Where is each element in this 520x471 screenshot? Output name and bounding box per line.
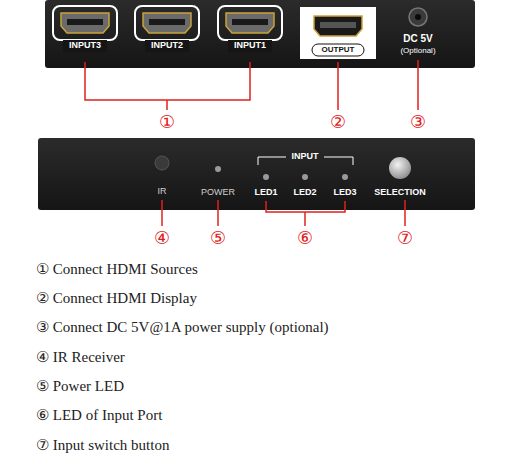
dc-jack [409,8,427,26]
legend-note: ① Connect HDMI Sources [36,261,198,278]
legend-note: ④ IR Receiver [36,349,125,366]
legend-note: ⑥ LED of Input Port [36,407,162,424]
legend-note: ③ Connect DC 5V@1A power supply (optiona… [36,319,329,336]
button-label: SELECTION [374,188,426,198]
rear-panel [45,0,475,68]
legend-note: ⑤ Power LED [36,378,124,395]
part-label: IR [158,187,167,197]
front-panel-box: IR POWER INPUT LED1 LED2 LED3 SELECTION [38,138,475,210]
callout-number: ③ [410,112,426,132]
port-label: OUTPUT [322,46,355,55]
callout-number: ① [159,112,175,132]
port-label: INPUT3 [69,41,101,51]
front-panel [38,138,475,210]
note-label: (Optional) [400,47,435,56]
hdmi-input-ports [53,6,282,52]
legend-note: ② Connect HDMI Display [36,290,197,307]
led-label: LED3 [333,188,356,198]
leader-lines [85,60,418,226]
front-parts [155,156,411,180]
legend-note: ⑦ Input switch button [36,437,169,454]
led-label: LED2 [293,188,316,198]
part-label: POWER [201,188,235,198]
callout-number: ⑥ [297,228,313,248]
power-label: DC 5V [403,33,432,44]
port-label: INPUT1 [234,41,266,51]
led-label: LED1 [254,188,277,198]
callout-number: ⑤ [210,228,226,248]
callout-number: ④ [154,228,170,248]
callout-number: ② [330,112,346,132]
callout-number: ⑦ [397,228,413,248]
port-label: INPUT2 [151,41,183,51]
group-label: INPUT [292,152,319,162]
hdmi-output-port [300,7,376,59]
rear-panel-box: INPUT3 INPUT2 INPUT1OUTPUT DC 5V (Optional) [45,0,475,68]
